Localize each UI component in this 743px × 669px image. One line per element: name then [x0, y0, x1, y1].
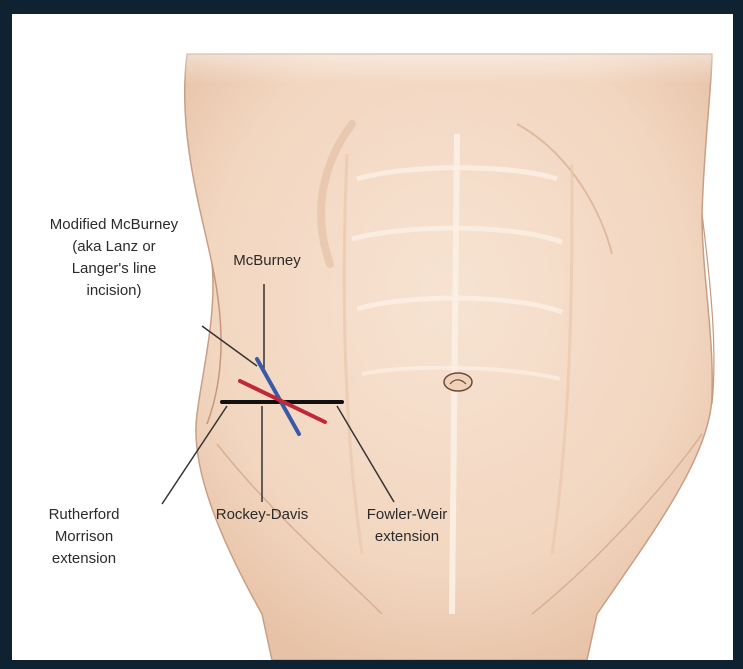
navel [444, 373, 472, 391]
label-rockey-davis: Rockey-Davis [197, 504, 327, 526]
label-mcburney: McBurney [217, 250, 317, 272]
diagram-canvas: Modified McBurney (aka Lanz or Langer's … [12, 14, 733, 660]
label-modified-mcburney: Modified McBurney (aka Lanz or Langer's … [20, 214, 208, 302]
label-rutherford-morrison: Rutherford Morrison extension [24, 504, 144, 570]
label-fowler-weir: Fowler-Weir extension [347, 504, 467, 548]
